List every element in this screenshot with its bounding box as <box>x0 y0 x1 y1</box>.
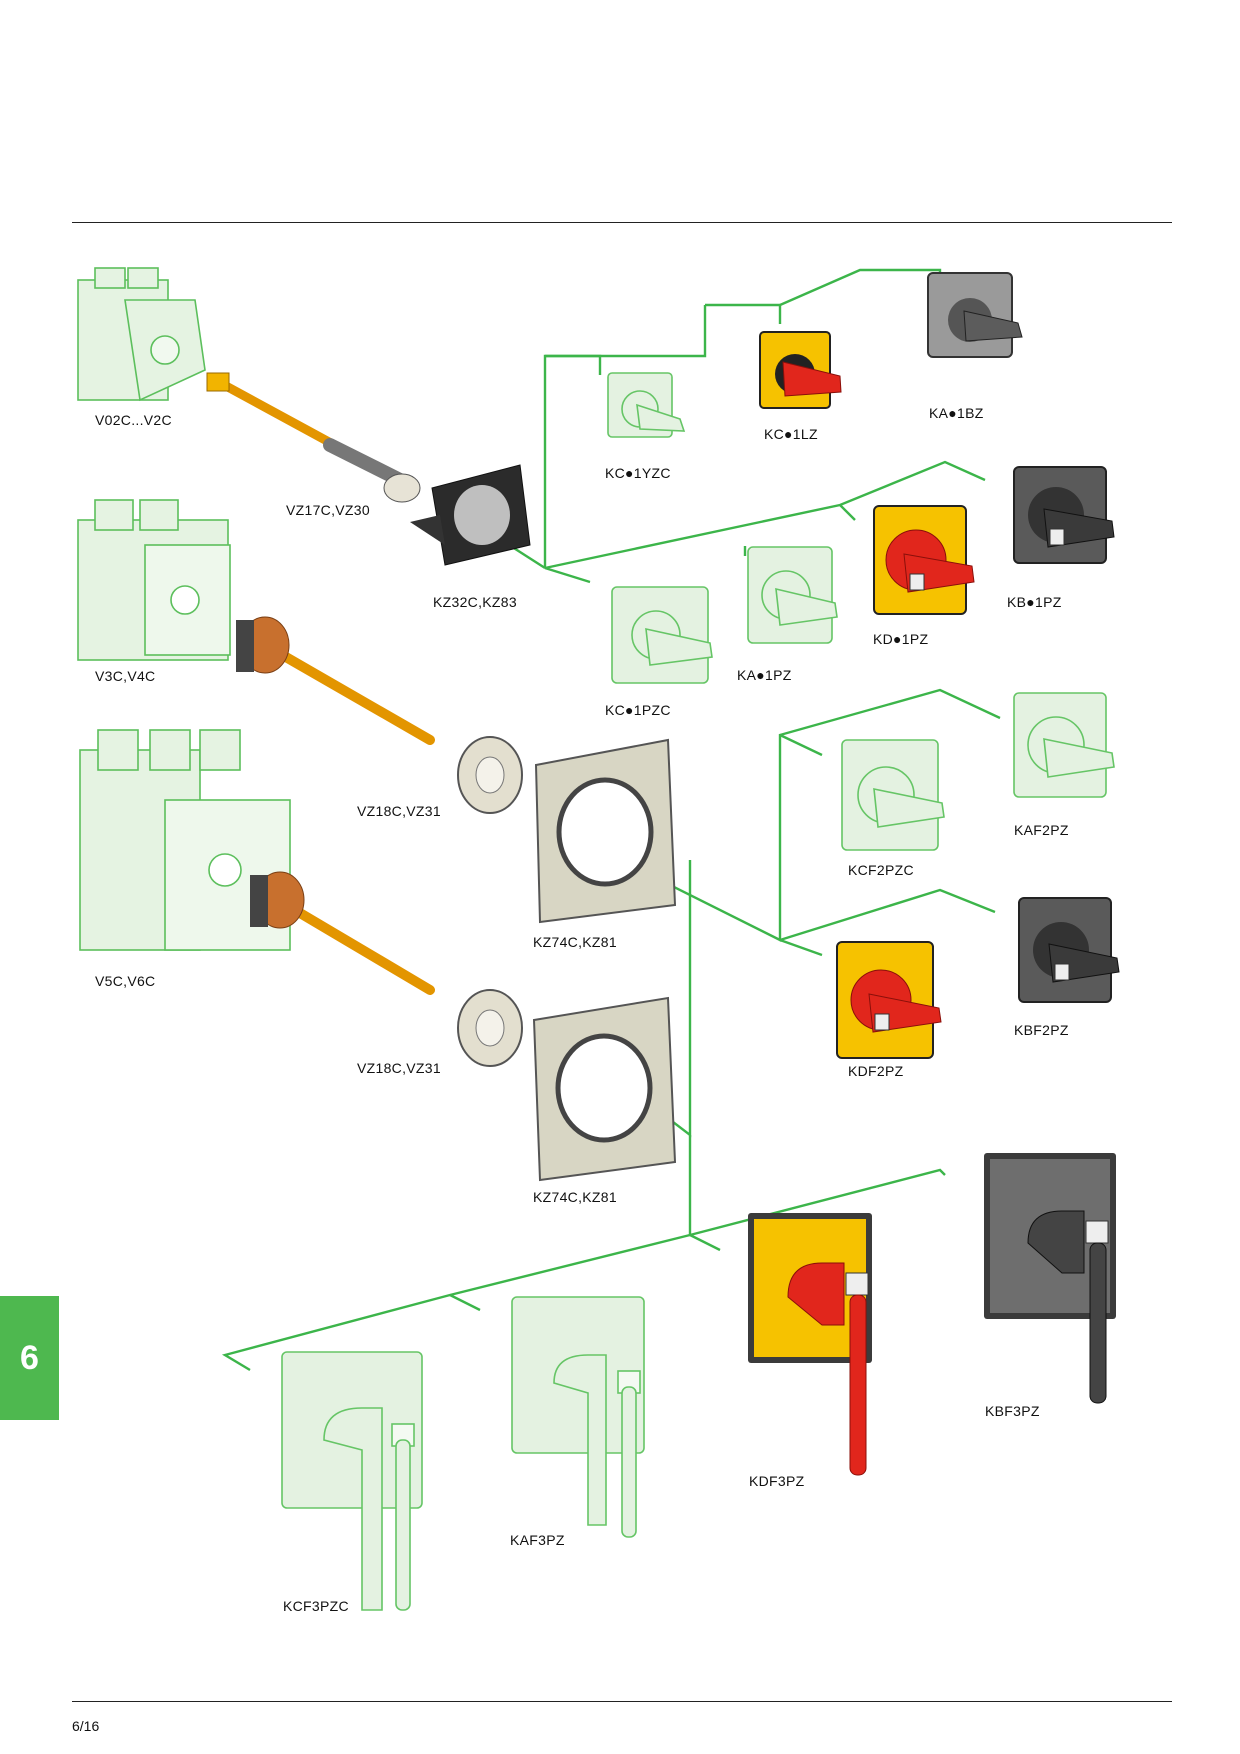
label-kz32c: KZ32C,KZ83 <box>433 594 517 610</box>
label-kaf2pz: KAF2PZ <box>1014 822 1069 838</box>
label-kc1yzc: KC●1YZC <box>605 465 671 481</box>
label-v02c: V02C...V2C <box>95 412 172 428</box>
switch-body-icon <box>77 267 291 951</box>
label-kcf3pzc: KCF3PZC <box>283 1598 349 1614</box>
top-rule <box>72 222 1172 223</box>
extension-shaft-icon <box>206 372 523 1067</box>
label-vz18c-a: VZ18C,VZ31 <box>357 803 441 819</box>
label-kz74c-b: KZ74C,KZ81 <box>533 1189 617 1205</box>
label-ka1bz: KA●1BZ <box>929 405 984 421</box>
section-tab: 6 <box>0 1296 59 1420</box>
label-kaf3pz: KAF3PZ <box>510 1532 565 1548</box>
label-ka1pz: KA●1PZ <box>737 667 792 683</box>
adapter-plate-icon <box>410 464 677 1182</box>
label-kd1pz: KD●1PZ <box>873 631 929 647</box>
label-kbf3pz: KBF3PZ <box>985 1403 1040 1419</box>
label-v3c: V3C,V4C <box>95 668 156 684</box>
label-kc1pzc: KC●1PZC <box>605 702 671 718</box>
label-kcf2pzc: KCF2PZC <box>848 862 914 878</box>
label-kbf2pz: KBF2PZ <box>1014 1022 1069 1038</box>
label-vz17c: VZ17C,VZ30 <box>286 502 370 518</box>
label-kdf2pz: KDF2PZ <box>848 1063 904 1079</box>
label-vz18c-b: VZ18C,VZ31 <box>357 1060 441 1076</box>
label-kb1pz: KB●1PZ <box>1007 594 1062 610</box>
label-kc1lz: KC●1LZ <box>764 426 818 442</box>
label-kz74c-a: KZ74C,KZ81 <box>533 934 617 950</box>
rotary-handle-icon <box>281 272 1120 1611</box>
label-v5c: V5C,V6C <box>95 973 156 989</box>
bottom-rule <box>72 1701 1172 1702</box>
label-kdf3pz: KDF3PZ <box>749 1473 805 1489</box>
page-number: 6/16 <box>72 1718 100 1734</box>
